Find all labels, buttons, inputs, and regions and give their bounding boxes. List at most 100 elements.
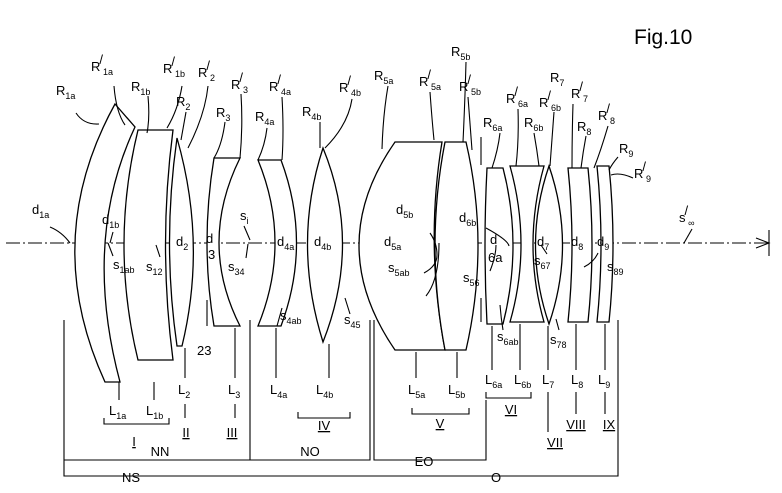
lens-labels: L1a L1b L2 L3 L4a L4b L5a L5b L6a L6b L7… xyxy=(109,372,610,421)
radius-label: R4b xyxy=(302,104,321,122)
radius-label: R/5a xyxy=(419,67,441,92)
lens-l7 xyxy=(534,163,564,327)
lens-l1a xyxy=(74,102,136,383)
radius-label: R/9 xyxy=(634,159,651,184)
grouping-brackets xyxy=(63,320,619,477)
lens-label: L2 xyxy=(178,382,190,400)
lens-label: L5b xyxy=(448,382,465,400)
radius-label: R1a xyxy=(56,83,75,101)
spacing-label: s45 xyxy=(344,312,361,330)
group-label: NO xyxy=(300,444,320,459)
unit-label: IV xyxy=(318,418,331,433)
thickness-label: d xyxy=(490,232,497,247)
radius-label: R/3 xyxy=(231,70,248,95)
spacing-label: s1ab xyxy=(113,257,135,275)
thickness-label: d2 xyxy=(176,234,188,252)
spacing-label: s/∞ xyxy=(679,203,695,228)
lens-l5b xyxy=(434,141,479,351)
group-label: EO xyxy=(415,454,434,469)
unit-label: I xyxy=(132,434,136,449)
spacing-label: s67 xyxy=(534,253,551,271)
lens-l5a xyxy=(358,141,446,351)
spacing-labels: s1ab s12 si s34 s4ab s45 s5ab s56 s6ab s… xyxy=(113,203,695,350)
radius-label: R/2 xyxy=(198,58,215,83)
group-label: NN xyxy=(151,444,170,459)
radius-label: R/5b xyxy=(459,72,481,97)
lens-label: L9 xyxy=(598,372,610,390)
figure-title: Fig.10 xyxy=(634,26,692,49)
unit-labels: I II III IV V VI VII VIII IX xyxy=(132,402,615,450)
thickness-label: d4a xyxy=(277,234,294,252)
spacing-label: si xyxy=(240,208,249,226)
lens-l9 xyxy=(596,165,614,323)
lens-label: L6a xyxy=(485,372,502,390)
lens-l3 xyxy=(206,157,242,327)
thickness-label: d5a xyxy=(384,234,401,252)
thickness-label: d1b xyxy=(102,212,119,230)
thickness-label: d8 xyxy=(571,234,583,252)
unit-label: III xyxy=(227,425,238,440)
radius-label: R/4b xyxy=(339,73,361,98)
lens-label: L3 xyxy=(228,382,240,400)
leader-lines xyxy=(49,61,693,432)
lens-l6b xyxy=(509,165,545,323)
thickness-label: d9 xyxy=(597,234,609,252)
lens-label: L4a xyxy=(270,382,287,400)
radius-label: R/6b xyxy=(539,88,561,113)
radius-label: R/6a xyxy=(506,84,528,109)
thickness-label: d6b xyxy=(459,210,476,228)
lens-l4a xyxy=(257,159,298,327)
radius-label: R/8 xyxy=(598,101,615,126)
lens-l6a xyxy=(484,167,514,325)
radius-labels: R1a R/1a R1b R/1b R2 R/2 R3 R/3 R4a R/4a… xyxy=(56,44,651,184)
radius-label: R7 xyxy=(550,70,564,88)
lens-label: L5a xyxy=(408,382,425,400)
radius-label: R/7 xyxy=(571,79,588,104)
lens-l4b xyxy=(306,146,344,344)
spacing-label: s56 xyxy=(463,270,480,288)
radius-label: R2 xyxy=(176,94,190,112)
axis-arrowhead xyxy=(755,237,771,249)
radius-label: R4a xyxy=(255,109,274,127)
unit-label: VII xyxy=(547,435,563,450)
radius-label: R5b xyxy=(451,44,470,62)
radius-label: R/4a xyxy=(269,72,291,97)
lens-l8 xyxy=(567,167,593,323)
lens-l2 xyxy=(168,137,195,347)
thickness-label: d4b xyxy=(314,234,331,252)
unit-label: VIII xyxy=(566,417,586,432)
lens-label: L1b xyxy=(146,403,163,421)
radius-label: R5a xyxy=(374,68,393,86)
thickness-label-sub: 3 xyxy=(208,247,215,262)
group-label: O xyxy=(491,470,501,485)
spacing-label: s78 xyxy=(550,332,567,350)
spacing-label: s89 xyxy=(607,259,624,277)
spacing-label: s34 xyxy=(228,259,245,277)
radius-label: R1b xyxy=(131,79,150,97)
unit-label: V xyxy=(436,416,445,431)
unit-label: IX xyxy=(603,417,616,432)
thickness-label: d5b xyxy=(396,202,413,220)
lens-label: L7 xyxy=(542,372,554,390)
thickness-labels: d1a d1b d2 d 3 d4a d4b d5a d5b d6b d 6a … xyxy=(32,202,609,265)
group-label: NS xyxy=(122,470,140,485)
spacing-label: s4ab xyxy=(280,308,302,326)
radius-label: R9 xyxy=(619,141,633,159)
thickness-label: d1a xyxy=(32,202,49,220)
unit-label: VI xyxy=(505,402,517,417)
lens-label: L1a xyxy=(109,403,126,421)
thickness-label: d xyxy=(206,231,213,246)
stop-number-label: 23 xyxy=(197,343,211,358)
lens-label: L4b xyxy=(316,382,333,400)
radius-label: R/1b xyxy=(163,54,185,79)
radius-label: R6b xyxy=(524,115,543,133)
lens-label: L6b xyxy=(514,372,531,390)
lens-label: L8 xyxy=(571,372,583,390)
radius-label: R6a xyxy=(483,115,502,133)
thickness-label: d7 xyxy=(537,234,549,252)
lens-l1b xyxy=(123,129,174,361)
unit-label: II xyxy=(182,425,189,440)
radius-label: R/1a xyxy=(91,52,113,77)
radius-label: R3 xyxy=(216,105,230,123)
